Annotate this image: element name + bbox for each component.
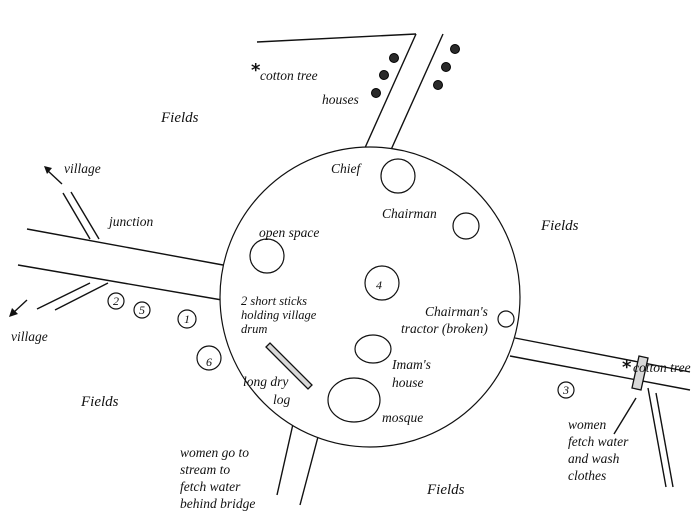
path-village-south-edge-1 (36, 282, 91, 310)
site-number: 1 (184, 312, 190, 326)
label-mosque: mosque (382, 410, 423, 425)
site-6-marker (196, 345, 222, 371)
bridge-icon (631, 355, 649, 391)
house-icon (441, 62, 451, 72)
stream-path-edge-2 (655, 392, 674, 488)
label-stream-2: stream to (180, 462, 230, 477)
label-tractor-2: tractor (broken) (401, 321, 488, 336)
site-1-marker (177, 309, 197, 329)
road-north (256, 33, 444, 153)
label-chairman: Chairman (382, 206, 437, 221)
site-number: 4 (376, 278, 382, 292)
site-2-marker (107, 292, 125, 310)
site-number: 6 (206, 355, 212, 369)
label-wash-4: clothes (568, 468, 606, 483)
house-icon (379, 70, 389, 80)
mosque-marker (327, 377, 381, 423)
imam-house-marker (354, 334, 392, 364)
label-wash-1: women (568, 417, 606, 432)
road-north-top-edge (256, 33, 417, 43)
label-cotton-tree-east: cotton tree (633, 360, 691, 375)
path-village-south-edge-2 (54, 282, 109, 311)
label-cotton-tree-north: cotton tree (260, 68, 318, 83)
label-village-north: village (64, 161, 101, 176)
numbered-sites: 2 5 1 6 3 4 (107, 278, 575, 399)
house-icon (371, 88, 381, 98)
label-drum-1: 2 short sticks (241, 294, 307, 308)
label-stream-3: fetch water (180, 479, 241, 494)
chief-house-marker (380, 158, 416, 194)
label-log-2: log (273, 392, 291, 407)
tractor-marker (497, 310, 515, 328)
arrow-head-icon (9, 308, 18, 317)
road-north-right-edge (389, 33, 444, 153)
label-fields-southwest: Fields (80, 394, 119, 410)
site-number: 5 (139, 303, 145, 317)
road-east-top-edge (514, 337, 691, 373)
label-drum-2: holding village (241, 308, 317, 322)
label-stream-4: behind bridge (180, 496, 255, 511)
site-3-marker (557, 381, 575, 399)
road-west-bottom-edge (17, 264, 223, 301)
arrow-head-icon (44, 166, 52, 174)
site-number: 3 (562, 383, 569, 397)
label-fields-north: Fields (160, 110, 199, 126)
site-number: 2 (113, 294, 119, 308)
house-icon (389, 53, 399, 63)
label-open-space: open space (259, 225, 319, 240)
arrow-down-left-icon (12, 299, 28, 314)
site-4-marker (364, 265, 400, 301)
stream-path-edge-1 (647, 387, 667, 488)
label-log-1: long dry (243, 374, 288, 389)
arrow-village-south (9, 299, 28, 317)
label-chief: Chief (331, 161, 362, 176)
cotton-tree-icon: * (622, 357, 632, 378)
label-wash-3: and wash (568, 451, 620, 466)
arrow-village-north (44, 166, 63, 185)
label-stream-1: women go to (180, 445, 249, 460)
label-drum-3: drum (241, 322, 267, 336)
log-icon (265, 342, 313, 390)
road-south-edge-2 (299, 432, 320, 506)
road-east-bottom-edge (509, 355, 691, 391)
house-icon (450, 44, 460, 54)
pointer-line (613, 397, 637, 435)
path-village-north-edge-2 (70, 191, 100, 240)
road-west-top-edge (26, 228, 224, 266)
path-village-north-edge-1 (62, 192, 91, 240)
label-fields-south: Fields (426, 482, 465, 498)
label-imam-1: Imam's (391, 357, 431, 372)
road-south-edge-1 (276, 423, 294, 496)
chairman-house-marker (452, 212, 480, 240)
label-fields-east: Fields (540, 218, 579, 234)
label-tractor-1: Chairman's (425, 304, 488, 319)
house-icon (433, 80, 443, 90)
label-imam-2: house (392, 375, 424, 390)
label-junction: junction (107, 214, 153, 229)
cotton-tree-icon: * (251, 60, 261, 81)
road-south (276, 423, 320, 506)
label-wash-2: fetch water (568, 434, 629, 449)
label-houses: houses (322, 92, 359, 107)
site-5-marker (133, 301, 151, 319)
arrow-up-left-icon (46, 169, 63, 185)
road-east (509, 337, 691, 488)
houses-cluster (371, 44, 460, 98)
open-space-marker (249, 238, 285, 274)
road-west (17, 191, 224, 311)
label-village-south: village (11, 329, 48, 344)
road-north-left-edge (363, 33, 417, 151)
